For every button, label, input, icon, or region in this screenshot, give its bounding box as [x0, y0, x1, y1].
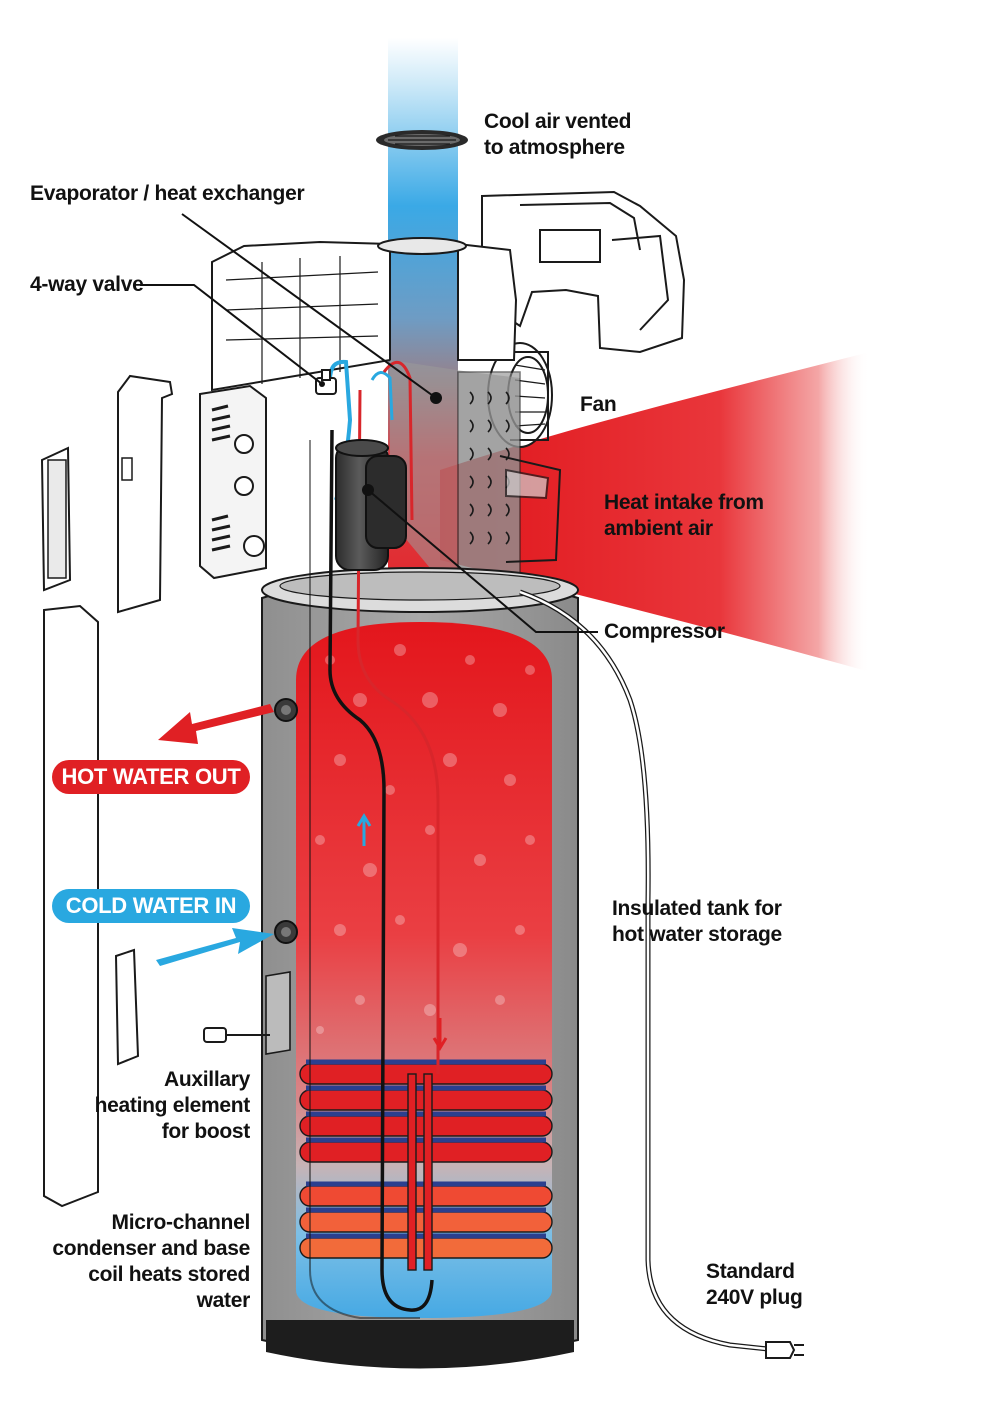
control-box — [199, 384, 267, 580]
label-tank: Insulated tank for hot water storage — [612, 897, 782, 946]
aux-element-housing — [265, 971, 291, 1055]
plug-icon — [765, 1341, 804, 1359]
label-heat-intake: Heat intake from ambient air — [604, 491, 764, 540]
refrigerant-pipes — [309, 359, 440, 1319]
cold-water-port — [274, 920, 298, 944]
label-cool-air: Cool air vented to atmosphere — [484, 110, 632, 159]
label-compressor: Compressor — [604, 620, 725, 643]
label-valve: 4-way valve — [30, 273, 144, 296]
leader-evaporator — [181, 213, 437, 399]
label-plug: Standard 240V plug — [706, 1260, 803, 1309]
label-aux: Auxillary heating element for boost — [94, 1068, 251, 1143]
hot-water-out-badge: HOT WATER OUT — [52, 760, 250, 794]
power-cord-core — [519, 590, 769, 1351]
leader-compressor — [367, 489, 598, 633]
vent-grille — [376, 130, 468, 150]
leader-lines — [140, 213, 598, 633]
label-evaporator: Evaporator / heat exchanger — [30, 182, 305, 205]
evaporator-coil — [390, 360, 521, 580]
front-panel-top — [117, 374, 174, 614]
arrow-left-icon — [158, 704, 274, 744]
condenser-coil — [299, 1059, 553, 1271]
access-panel — [40, 446, 72, 592]
fan-housing — [481, 190, 686, 354]
leader-dot — [319, 381, 325, 387]
heat-intake-stream — [440, 352, 870, 672]
compressor — [335, 439, 407, 571]
arrow-right-icon — [156, 928, 274, 966]
flow-up-arrow — [356, 813, 372, 846]
leader-valve — [140, 284, 323, 385]
flow-down-arrow — [432, 1018, 448, 1051]
aux-element-connector — [203, 1027, 270, 1043]
cold-water-in-badge: COLD WATER IN — [52, 889, 250, 923]
label-condenser: Micro-channel condenser and base coil he… — [52, 1211, 250, 1312]
leader-dot — [430, 392, 442, 404]
housing-frame — [211, 237, 518, 392]
label-fan: Fan — [580, 393, 617, 416]
fan-duct — [499, 455, 562, 563]
small-cover-plate — [114, 948, 140, 1066]
leader-dot — [362, 484, 374, 496]
hot-water-port — [274, 698, 298, 722]
